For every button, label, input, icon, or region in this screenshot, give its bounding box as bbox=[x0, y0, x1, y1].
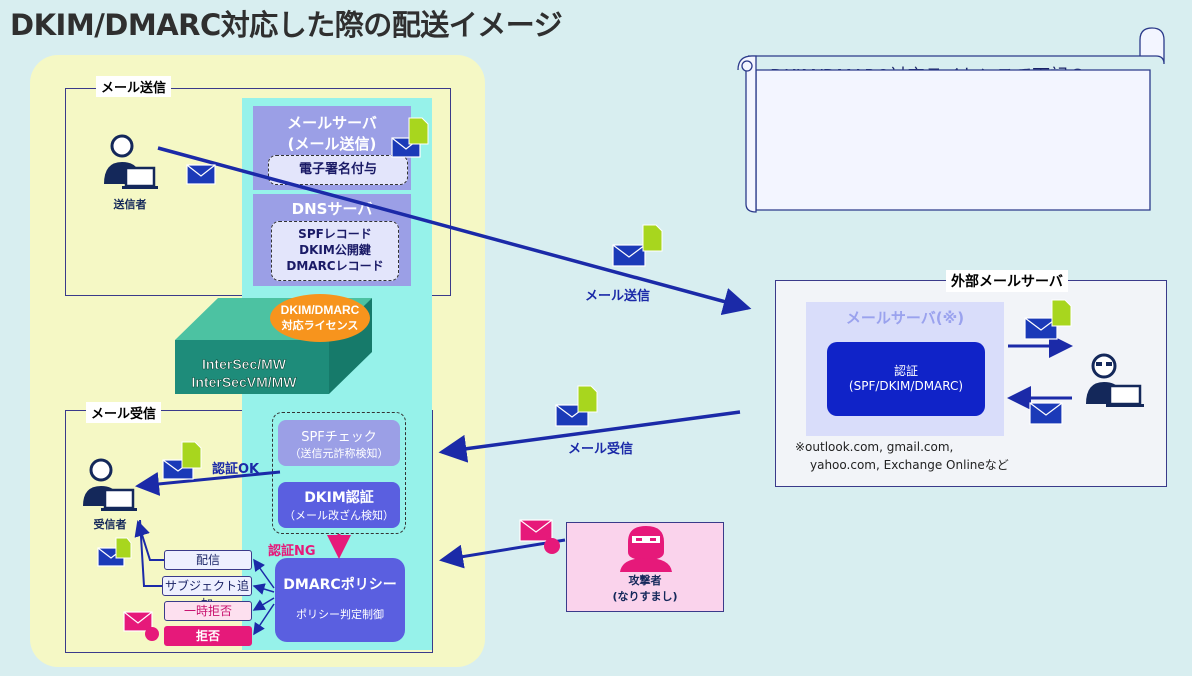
external-note-2: yahoo.com, Exchange Onlineなど bbox=[810, 458, 1009, 472]
dns-server-title: DNSサーバ bbox=[291, 200, 373, 218]
signing-box: 電子署名付与 bbox=[268, 155, 408, 185]
info-panel: DKIM/DMARC対応ライセンスで下記の 対応が可能となります 電子メールの正… bbox=[770, 62, 1165, 200]
info-item: メール受信者のなりすまし被害防止 bbox=[770, 137, 1165, 158]
dkim-auth-subtitle: （メール改ざん検知） bbox=[284, 509, 394, 522]
info-list: 電子メールの正当性の保証 メール受信者のなりすまし被害防止 メッセージ内容の改ざ… bbox=[770, 116, 1165, 200]
mail-server-title-1: メールサーバ bbox=[287, 114, 377, 132]
external-auth-title: 認証 bbox=[893, 364, 918, 378]
action-deliver: 配信 bbox=[164, 550, 252, 570]
info-item: メッセージ内容の改ざん防止 bbox=[770, 158, 1165, 179]
dkim-auth-box: DKIM認証 （メール改ざん検知） bbox=[278, 482, 400, 528]
dmarc-policy-title: DMARCポリシー bbox=[283, 577, 397, 593]
page-title: DKIM/DMARC対応した際の配送イメージ bbox=[10, 8, 563, 42]
external-server-title: メールサーバ(※) bbox=[845, 309, 965, 327]
receiver-label: 受信者 bbox=[93, 518, 127, 531]
action-add-subject: サブジェクト追加 bbox=[162, 576, 252, 611]
mail-server-title-2: (メール送信) bbox=[287, 135, 377, 153]
dns-record-dkim: DKIM公開鍵 bbox=[299, 243, 371, 257]
info-item: 電子メールの正当性の保証 bbox=[770, 116, 1165, 137]
send-section-label: メール送信 bbox=[96, 76, 172, 97]
external-section-label: 外部メールサーバ bbox=[946, 270, 1068, 292]
info-heading-1: DKIM/DMARC対応ライセンスで下記の bbox=[770, 66, 1087, 87]
dmarc-policy-box: DMARCポリシー ポリシー判定制御 bbox=[275, 558, 405, 642]
dns-record-dmarc: DMARCレコード bbox=[286, 259, 384, 273]
receive-section-label: メール受信 bbox=[86, 402, 162, 423]
flow-receive-label: メール受信 bbox=[568, 442, 634, 457]
dmarc-policy-subtitle: ポリシー判定制御 bbox=[296, 608, 384, 621]
sender-label: 送信者 bbox=[113, 198, 147, 211]
spf-check-box: SPFチェック （送信元詐称検知） bbox=[278, 420, 400, 466]
external-note-1: ※outlook.com, gmail.com, bbox=[795, 440, 954, 454]
spf-check-subtitle: （送信元詐称検知） bbox=[289, 447, 389, 460]
external-auth-subtitle: (SPF/DKIM/DMARC) bbox=[848, 379, 964, 393]
external-auth-box: 認証 (SPF/DKIM/DMARC) bbox=[827, 342, 985, 416]
attacker-label: 攻撃者 (なりすまし) bbox=[612, 574, 678, 603]
info-heading-2: 対応が可能となります bbox=[770, 92, 950, 113]
info-item: 送信ドメインの信用性向上 bbox=[770, 179, 1165, 200]
spf-check-title: SPFチェック bbox=[301, 430, 377, 445]
dns-record-spf: SPFレコード bbox=[298, 227, 372, 241]
flow-send-label: メール送信 bbox=[585, 289, 651, 304]
action-reject: 拒否 bbox=[164, 626, 252, 646]
auth-ng-label: 認証NG bbox=[268, 544, 316, 559]
auth-ok-label: 認証OK bbox=[212, 462, 260, 477]
action-temp-reject: 一時拒否 bbox=[164, 601, 252, 621]
dkim-auth-title: DKIM認証 bbox=[304, 490, 374, 506]
dns-records-box: SPFレコード DKIM公開鍵 DMARCレコード bbox=[271, 221, 399, 281]
